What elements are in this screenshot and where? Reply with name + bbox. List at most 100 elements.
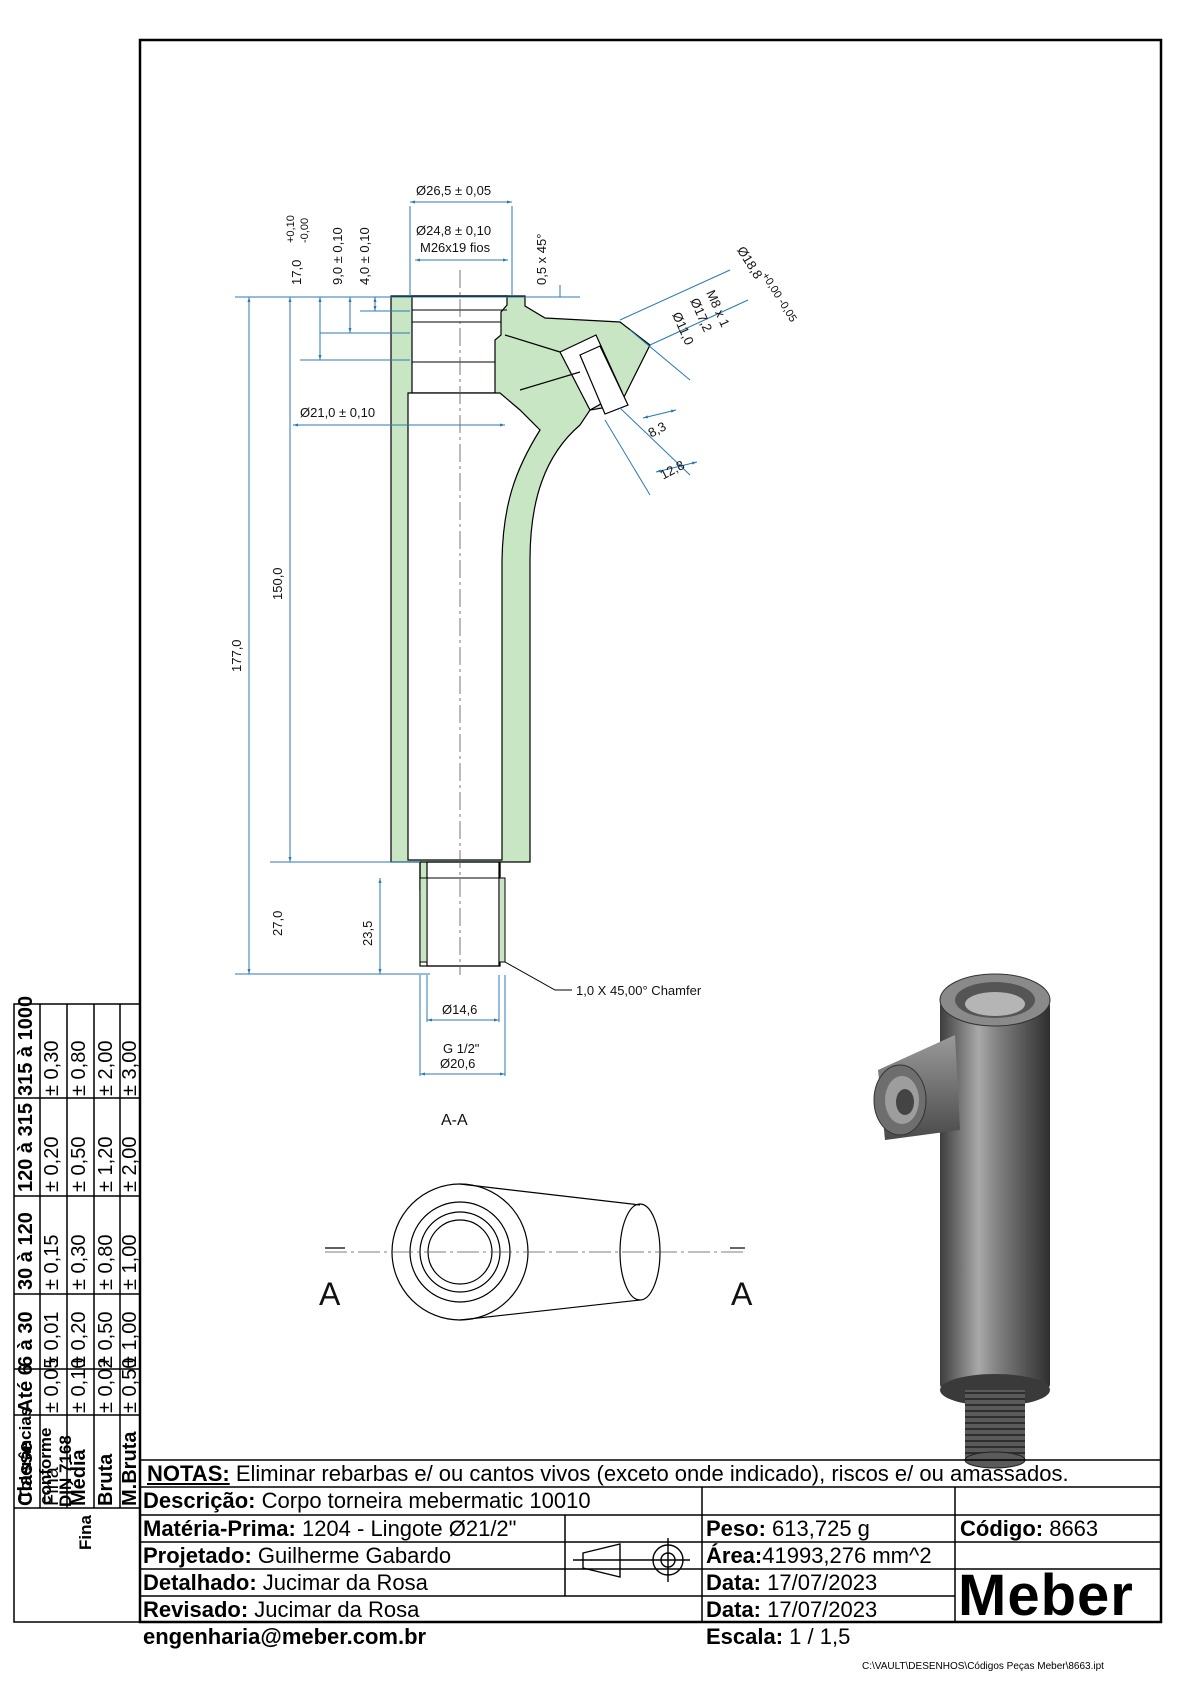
notes: NOTAS: Eliminar rebarbas e/ ou cantos vi…	[147, 1462, 1069, 1486]
peso-value: 613,725 g	[765, 1516, 870, 1541]
detalhado-label: Detalhado:	[143, 1570, 257, 1595]
codigo-label: Código:	[960, 1516, 1044, 1541]
escala-label: Escala:	[706, 1624, 784, 1649]
tol-value: ± 0,30	[68, 1234, 90, 1290]
dim-depth-9: 9,0 ± 0,10	[330, 227, 345, 285]
tol-value: ± 2,00	[119, 1136, 141, 1192]
tolerance-grid	[13, 1003, 141, 1623]
projetado-label: Projetado:	[143, 1543, 252, 1568]
cut-label-right: A	[731, 1276, 753, 1312]
dim-len-23-5: 23,5	[360, 920, 375, 946]
tol-value: ± 0,50	[95, 1311, 117, 1367]
revisado-value: Jucimar da Rosa	[248, 1597, 420, 1622]
notes-text: Eliminar rebarbas e/ ou cantos vivos (ex…	[229, 1461, 1069, 1486]
inner-bore	[411, 295, 508, 394]
tol-class-media: Média	[68, 1449, 90, 1506]
section-view-a-a	[390, 270, 651, 975]
tol-value: ± 3,00	[119, 1040, 141, 1096]
notes-label: NOTAS:	[147, 1461, 230, 1486]
detalhado: Detalhado: Jucimar da Rosa	[143, 1571, 428, 1595]
tol-class-mbruta: M.Bruta	[119, 1431, 141, 1506]
materia-value: 1204 - Lingote Ø21/2"	[295, 1516, 517, 1541]
dimension-lines	[235, 200, 749, 1076]
dim-len-150: 150,0	[270, 567, 285, 600]
dim-d-top-outer: Ø26,5 ± 0,05	[416, 183, 492, 198]
tol-range-1: 6 à 30	[15, 1311, 37, 1367]
tol-value: ± 0,20	[41, 1136, 63, 1192]
tol-title-4: Fina	[76, 1515, 95, 1550]
dim-depth-4: 4,0 ± 0,10	[357, 227, 372, 285]
dim-thread-bottom: G 1/2"	[443, 1041, 480, 1056]
codigo-value: 8663	[1043, 1516, 1099, 1541]
projetado-value: Guilherme Gabardo	[251, 1543, 452, 1568]
data-2-label: Data:	[706, 1597, 762, 1622]
tol-value: ± 0,15	[41, 1234, 63, 1290]
dim-d-14-6: Ø14,6	[442, 1002, 478, 1017]
iso-body	[940, 1000, 1050, 1390]
tol-value: ± 1,00	[119, 1234, 141, 1290]
area-label: Área:	[706, 1543, 763, 1568]
data-1: Data: 17/07/2023	[706, 1571, 877, 1595]
escala-value: 1 / 1,5	[783, 1624, 851, 1649]
tol-class-fina: Fina	[41, 1467, 63, 1506]
sheet-border	[138, 38, 1163, 1624]
dim-depth-17-tol-minus: -0,00	[299, 217, 311, 243]
dim-chamfer-note: 1,0 X 45,00° Chamfer	[576, 983, 702, 998]
projection-symbol-icon	[573, 1538, 690, 1582]
email: engenharia@meber.com.br	[143, 1624, 427, 1649]
codigo: Código: 8663	[960, 1517, 1098, 1541]
tol-class-header: Classe	[15, 1441, 37, 1507]
materia: Matéria-Prima: 1204 - Lingote Ø21/2"	[143, 1517, 516, 1541]
tol-value: ± 1,00	[119, 1311, 141, 1367]
chamfer-leader	[504, 961, 572, 991]
peso: Peso: 613,725 g	[706, 1517, 870, 1541]
dim-d-21: Ø21,0 ± 0,10	[300, 405, 376, 420]
data-2: Data: 17/07/2023	[706, 1598, 877, 1622]
meber-logo: Meber	[958, 1563, 1134, 1628]
iso-thread	[965, 1390, 1025, 1460]
data-1-label: Data:	[706, 1570, 762, 1595]
tol-range-3: 120 à 315	[15, 1103, 37, 1192]
tol-value: ± 2,00	[95, 1040, 117, 1096]
tol-value: ± 0,80	[68, 1040, 90, 1096]
tol-range-4: 315 à 1000	[15, 995, 37, 1096]
revisado-label: Revisado:	[143, 1597, 249, 1622]
tol-class-bruta: Bruta	[95, 1453, 117, 1506]
dim-d-20-6: Ø20,6	[440, 1056, 476, 1071]
descricao-value: Corpo torneira mebermatic 10010	[255, 1488, 591, 1513]
iso-view	[873, 973, 1051, 1469]
area-value: 41993,276 mm^2	[762, 1543, 932, 1568]
descricao-label: Descrição:	[143, 1488, 256, 1513]
peso-label: Peso:	[706, 1516, 766, 1541]
tol-value: ± 0,80	[95, 1234, 117, 1290]
tol-value: ± 0,01	[41, 1311, 63, 1367]
dim-depth-17: 17,0	[289, 259, 304, 285]
materia-label: Matéria-Prima:	[143, 1516, 296, 1541]
descricao: Descrição: Corpo torneira mebermatic 100…	[143, 1489, 591, 1513]
tol-value: ± 0,50	[68, 1136, 90, 1192]
dim-chamfer-top: 0,5 x 45°	[534, 233, 549, 285]
dim-d-top-inner: Ø24,8 ± 0,10	[416, 223, 492, 238]
projetado: Projetado: Guilherme Gabardo	[143, 1544, 451, 1568]
dim-depth-17-tol-plus: +0,10	[285, 215, 297, 243]
detalhado-value: Jucimar da Rosa	[256, 1570, 428, 1595]
escala: Escala: 1 / 1,5	[706, 1625, 850, 1649]
dim-thread-top: M26x19 fios	[420, 240, 491, 255]
tol-range-0: Até 6	[15, 1364, 37, 1413]
tol-value: ± 1,20	[95, 1136, 117, 1192]
section-label: A-A	[441, 1112, 468, 1129]
area: Área:41993,276 mm^2	[706, 1544, 932, 1568]
revisado: Revisado: Jucimar da Rosa	[143, 1598, 419, 1622]
dim-len-27: 27,0	[270, 910, 285, 936]
data-1-value: 17/07/2023	[761, 1570, 878, 1595]
top-view	[325, 1183, 745, 1321]
tol-range-2: 30 à 120	[15, 1212, 37, 1290]
file-path: C:\VAULT\DESENHOS\Códigos Peças Meber\86…	[862, 1661, 1104, 1672]
tol-value: ± 0,20	[68, 1311, 90, 1367]
tol-value: ± 0,30	[41, 1040, 63, 1096]
title-block-grid	[140, 1459, 1161, 1622]
cut-label-left: A	[319, 1276, 341, 1312]
dim-len-177: 177,0	[229, 639, 244, 672]
